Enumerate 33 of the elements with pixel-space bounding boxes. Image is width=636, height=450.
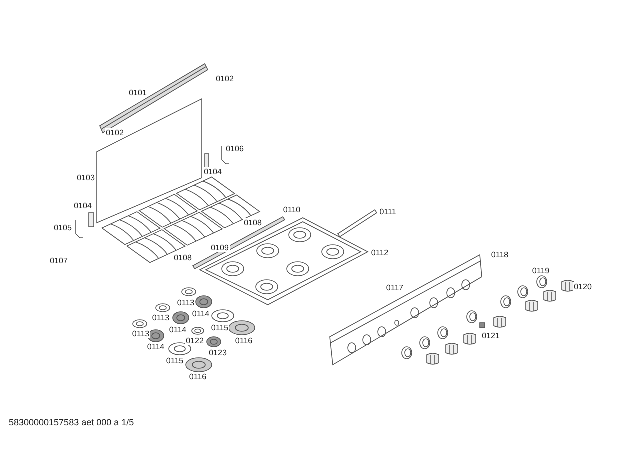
callout-number: 0117	[385, 284, 405, 292]
callout-number: 0113	[131, 330, 151, 338]
callout-number: 0119	[531, 266, 551, 276]
callout-number: 0104	[73, 202, 93, 210]
callout-number: 0108	[173, 254, 193, 262]
callout-number: 0123	[208, 348, 228, 358]
drawing-number-note: 58300000157583 aet 000 a 1/5	[8, 418, 136, 428]
callout-number: 0110	[282, 206, 302, 214]
callout-number: 0115	[165, 356, 185, 366]
callout-number: 0102	[215, 74, 235, 84]
callout-number: 0102	[105, 128, 125, 138]
callout-number: 0105	[53, 224, 73, 232]
callout-number: 0112	[370, 248, 390, 258]
callout-number: 0120	[573, 282, 593, 292]
callout-number: 0116	[188, 372, 208, 382]
callout-number: 0114	[191, 310, 211, 318]
callout-number: 0116	[234, 336, 254, 346]
callout-number: 0118	[490, 250, 510, 260]
callout-number: 0121	[481, 332, 501, 340]
callout-number: 0103	[76, 174, 96, 182]
callout-number: 0122	[185, 336, 205, 346]
callout-number: 0114	[168, 326, 188, 334]
callout-number: 0101	[128, 88, 148, 98]
callout-number: 0109	[210, 244, 230, 252]
callout-number: 0113	[176, 298, 196, 308]
callout-number: 0108	[243, 218, 263, 228]
callout-number: 0113	[151, 314, 171, 322]
callout-number: 0106	[225, 144, 245, 154]
callout-number: 0111	[378, 208, 398, 216]
callout-number: 0115	[210, 324, 230, 332]
callout-number: 0114	[146, 342, 166, 352]
callout-number: 0104	[203, 168, 223, 176]
callout-number: 0107	[49, 256, 69, 266]
